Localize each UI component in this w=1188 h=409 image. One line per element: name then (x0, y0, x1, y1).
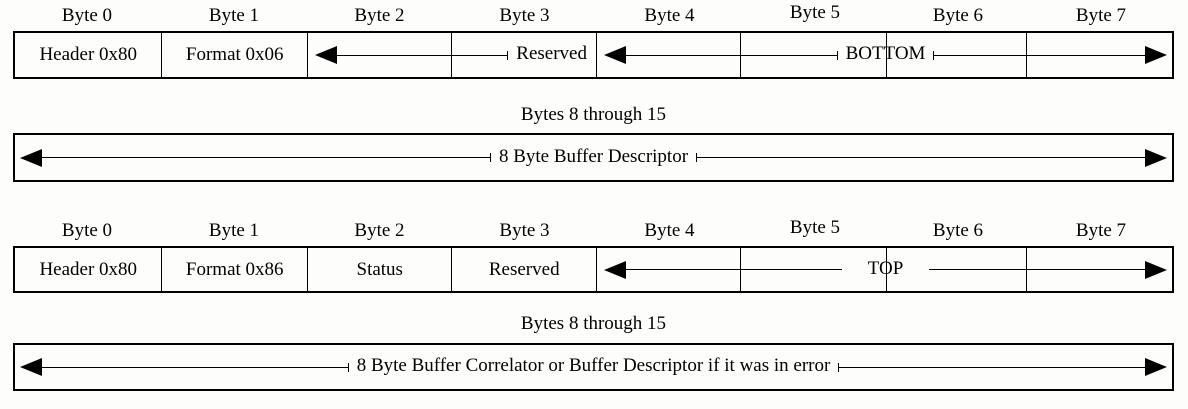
byte-header-5: Byte 5 (789, 2, 841, 23)
byte-header-6: Byte 6 (932, 220, 984, 241)
byte-row-command-0-7: Header 0x80 Format 0x06 (13, 31, 1174, 79)
byte-header-1: Byte 1 (208, 5, 260, 26)
byte-cell-0: Header 0x80 (15, 33, 163, 77)
byte-header-7: Byte 7 (1075, 220, 1127, 241)
byte-cell-7 (1027, 33, 1173, 77)
byte-cell-3-label: Reserved (488, 258, 560, 280)
byte-header-5: Byte 5 (789, 217, 841, 238)
byte-cell-0-label: Header 0x80 (39, 258, 138, 280)
wide-row-command-8-15 (13, 133, 1174, 182)
byte-row-response-0-7: Header 0x80 Format 0x86 Status Reserved (13, 246, 1174, 293)
byte-header-7: Byte 7 (1075, 5, 1127, 26)
byte-header-2: Byte 2 (354, 5, 405, 26)
caption-bytes-8-15-response: Bytes 8 through 15 (520, 313, 667, 334)
byte-cell-1: Format 0x06 (162, 33, 308, 77)
byte-cell-1: Format 0x86 (162, 248, 308, 291)
byte-header-4: Byte 4 (644, 220, 695, 241)
byte-cell-1-label: Format 0x06 (185, 44, 284, 65)
byte-header-strip-command: Byte 0 Byte 1 Byte 2 Byte 3 Byte 4 Byte … (13, 2, 1174, 30)
byte-cell-1-label: Format 0x86 (185, 258, 284, 280)
byte-header-strip-response: Byte 0 Byte 1 Byte 2 Byte 3 Byte 4 Byte … (13, 217, 1174, 245)
wide-row-response-8-15 (13, 343, 1174, 391)
byte-header-3: Byte 3 (499, 5, 550, 26)
byte-cell-5 (741, 248, 887, 291)
byte-cell-4 (597, 248, 742, 291)
byte-cell-0-label: Header 0x80 (39, 44, 138, 65)
byte-header-0: Byte 0 (61, 220, 113, 241)
byte-cell-7 (1027, 248, 1173, 291)
byte-header-6: Byte 6 (932, 5, 984, 26)
byte-cell-3: Reserved (452, 248, 597, 291)
byte-cell-4 (597, 33, 742, 77)
byte-cell-0: Header 0x80 (15, 248, 163, 291)
byte-cell-3 (452, 33, 597, 77)
byte-cell-2-label: Status (356, 258, 403, 280)
byte-cell-2: Status (308, 248, 453, 291)
caption-bytes-8-15-command: Bytes 8 through 15 (520, 104, 667, 125)
byte-header-4: Byte 4 (644, 5, 695, 26)
byte-cell-2 (308, 33, 453, 77)
byte-header-0: Byte 0 (61, 5, 113, 26)
byte-cell-6 (887, 33, 1027, 77)
byte-header-1: Byte 1 (208, 220, 260, 241)
byte-cell-5 (741, 33, 887, 77)
byte-header-2: Byte 2 (354, 220, 405, 241)
byte-cell-6 (887, 248, 1027, 291)
byte-header-3: Byte 3 (499, 220, 550, 241)
